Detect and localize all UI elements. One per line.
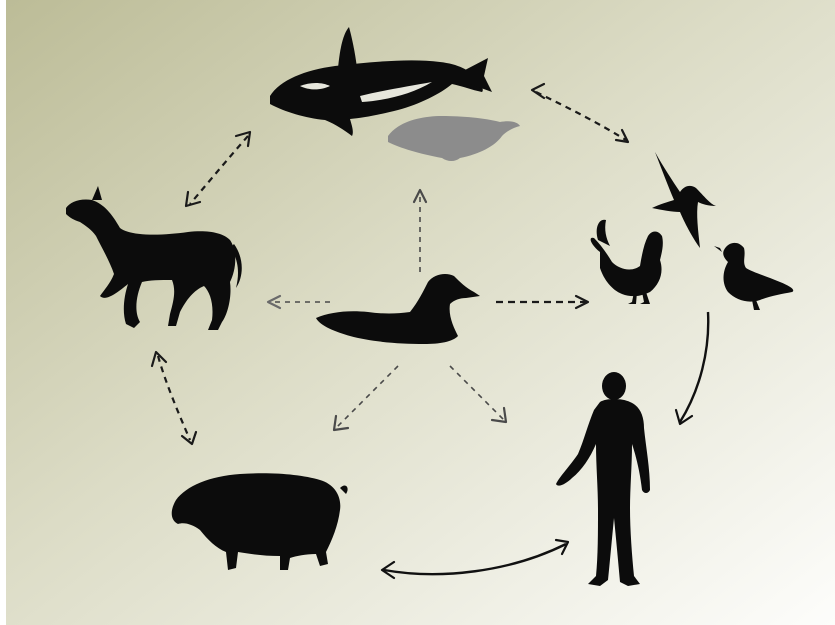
transmission-diagram — [0, 0, 835, 625]
